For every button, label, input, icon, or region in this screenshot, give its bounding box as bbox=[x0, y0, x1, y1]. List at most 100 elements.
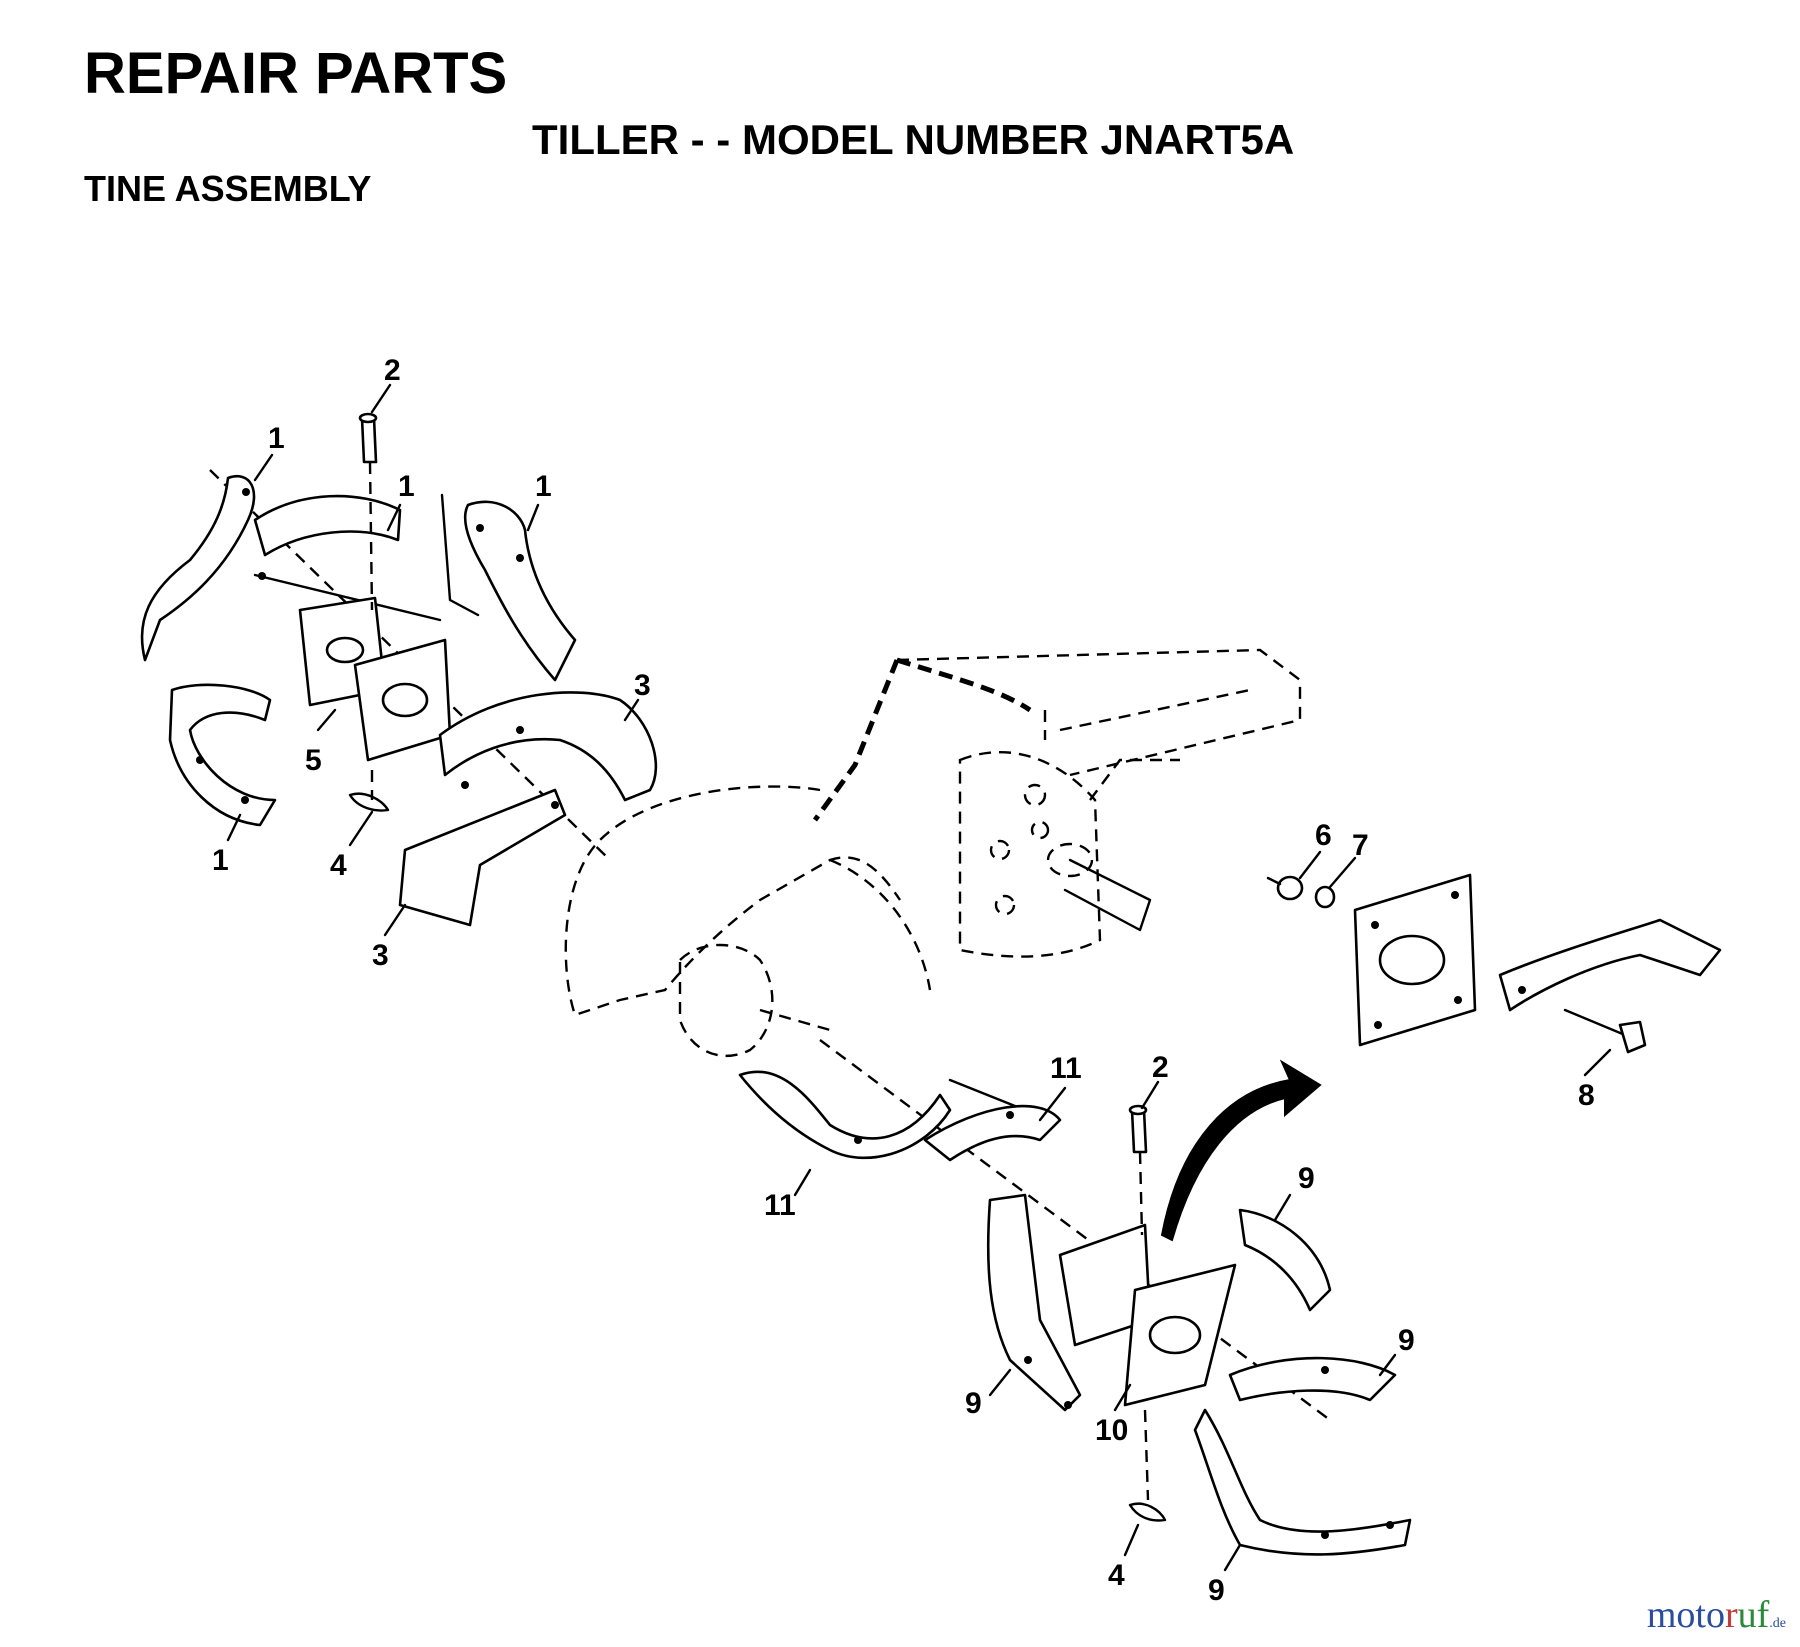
bolt-hole bbox=[516, 726, 524, 734]
gearbox-bolt bbox=[994, 894, 1016, 916]
left-tine-group bbox=[140, 412, 658, 927]
callout-9: 9 bbox=[1208, 1574, 1225, 1607]
lockwasher-7 bbox=[1314, 885, 1336, 909]
lower-hub-collar bbox=[1148, 1315, 1202, 1355]
bolt-hole bbox=[196, 756, 204, 764]
leader-9b bbox=[1378, 1353, 1397, 1377]
right-side-plate-group bbox=[1266, 873, 1722, 1054]
tine-3-lower bbox=[398, 788, 567, 927]
tine-1-upper-right-outline bbox=[440, 493, 480, 617]
leader-1a bbox=[253, 453, 274, 482]
leader-4a bbox=[348, 810, 374, 847]
callout-3: 3 bbox=[372, 939, 389, 972]
frame-inner-line bbox=[1059, 688, 1251, 732]
callout-2: 2 bbox=[1152, 1051, 1169, 1084]
bolt-hole bbox=[1518, 986, 1526, 994]
hairpin-4-lower bbox=[1128, 1502, 1167, 1522]
bolt-2-lower bbox=[1130, 1108, 1148, 1154]
callout-1: 1 bbox=[268, 422, 285, 455]
callout-1: 1 bbox=[535, 470, 552, 503]
hairpin-4-upper bbox=[348, 792, 390, 812]
bolt-hole bbox=[1006, 1111, 1014, 1119]
tine-11-left bbox=[738, 1070, 952, 1160]
bolt-hole bbox=[854, 1136, 862, 1144]
leader-4b bbox=[1123, 1523, 1140, 1557]
leader-1c bbox=[526, 503, 540, 532]
nut-6-axis bbox=[1266, 876, 1282, 886]
callout-4: 4 bbox=[1108, 1559, 1125, 1592]
bolt-hole bbox=[476, 524, 484, 532]
bolt-hole bbox=[1451, 891, 1459, 899]
leader-11b bbox=[793, 1168, 812, 1197]
leader-lines bbox=[226, 383, 1612, 1572]
watermark-part: .de bbox=[1769, 1616, 1786, 1631]
callout-1: 1 bbox=[398, 470, 415, 503]
bolt-hole bbox=[1371, 921, 1379, 929]
callout-1: 1 bbox=[212, 844, 229, 877]
left-hub-collar bbox=[381, 682, 429, 718]
tine-shield bbox=[564, 785, 901, 1017]
gearbox-neck bbox=[1089, 758, 1180, 801]
leader-2a bbox=[370, 383, 392, 414]
bolt-hole bbox=[461, 781, 469, 789]
frame-dashed-bold-top bbox=[896, 657, 1032, 713]
callout-6: 6 bbox=[1315, 819, 1332, 852]
callout-9: 9 bbox=[965, 1387, 982, 1420]
bolt-hole bbox=[1064, 1401, 1072, 1409]
bolt-hole bbox=[1321, 1366, 1329, 1374]
callout-labels: 1 1 1 1 2 2 3 3 4 4 5 6 7 8 9 9 9 9 10 1… bbox=[212, 354, 1595, 1607]
bolt-2-upper-axis bbox=[368, 461, 374, 611]
leader-2b bbox=[1140, 1080, 1160, 1110]
leader-1d bbox=[226, 813, 242, 842]
nut-6 bbox=[1276, 875, 1304, 901]
watermark-part: r bbox=[1724, 1594, 1738, 1636]
callout-8: 8 bbox=[1578, 1079, 1595, 1112]
gearbox-bolt bbox=[989, 839, 1011, 861]
axle-hub-right bbox=[1046, 842, 1094, 878]
watermark-part: uf bbox=[1737, 1594, 1770, 1636]
hairpin-4-lower-axis bbox=[1143, 1409, 1150, 1501]
leader-6 bbox=[1298, 850, 1322, 880]
gearbox-housing bbox=[958, 751, 1102, 958]
leader-5 bbox=[316, 708, 337, 732]
tine-9-upper-right bbox=[1238, 1208, 1332, 1312]
bolt-hole bbox=[1321, 1531, 1329, 1539]
leader-3b bbox=[383, 903, 407, 937]
tiller-transmission bbox=[564, 648, 1302, 1058]
tine-11-right bbox=[923, 1104, 1062, 1162]
frame-top-outline bbox=[896, 648, 1302, 777]
gearbox-bolt bbox=[1023, 783, 1047, 807]
bolt-hole bbox=[551, 801, 559, 809]
leader-10 bbox=[1113, 1383, 1132, 1412]
callout-9: 9 bbox=[1398, 1324, 1415, 1357]
bolt-hole bbox=[242, 488, 250, 496]
callout-11: 11 bbox=[764, 1189, 796, 1222]
lower-tine-group bbox=[738, 1039, 1412, 1556]
bolt-hole bbox=[1386, 1521, 1394, 1529]
left-shaft-line bbox=[253, 573, 442, 622]
tine-1-upper-arc bbox=[253, 494, 402, 557]
callout-7: 7 bbox=[1352, 829, 1369, 862]
left-hub-bushing bbox=[325, 636, 365, 664]
callout-5: 5 bbox=[305, 744, 322, 777]
callout-2: 2 bbox=[384, 354, 401, 387]
leader-11a bbox=[1038, 1086, 1067, 1122]
rotation-arrow bbox=[1160, 1059, 1322, 1242]
bolt-hole bbox=[241, 796, 249, 804]
leader-9a bbox=[1273, 1193, 1292, 1222]
bolt-2-upper-head bbox=[358, 412, 378, 424]
bolt-hole bbox=[1374, 1021, 1382, 1029]
tine-1-lower-left bbox=[168, 683, 277, 827]
callout-3: 3 bbox=[634, 669, 651, 702]
bolt-hole bbox=[516, 554, 524, 562]
tine-9-left bbox=[986, 1193, 1082, 1412]
tine-9-lower bbox=[1193, 1408, 1412, 1556]
leader-8 bbox=[1583, 1048, 1612, 1077]
axle-stub-left bbox=[759, 1008, 831, 1032]
tine-3-upper bbox=[438, 691, 658, 802]
side-plate-opening bbox=[1378, 934, 1446, 986]
outer-tine bbox=[1498, 918, 1722, 1012]
axle-hub-left bbox=[678, 943, 774, 1058]
gearbox-bolt bbox=[1030, 820, 1050, 840]
